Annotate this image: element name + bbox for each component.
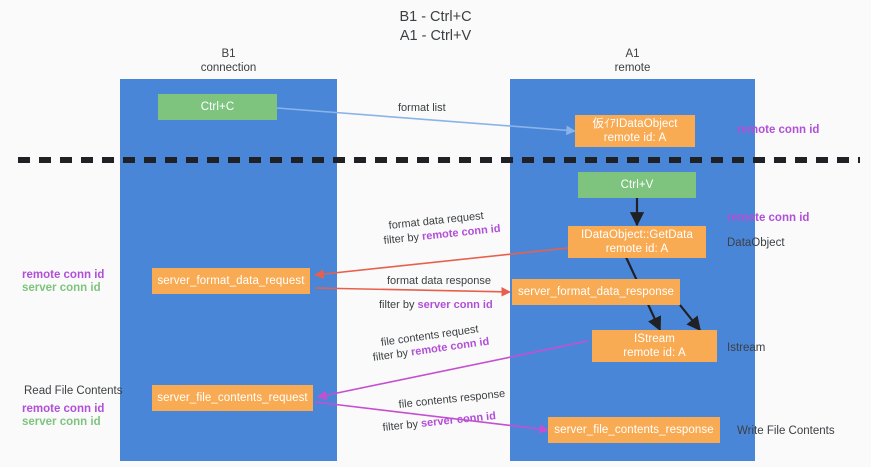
annotation-left-server-conn-id: server conn id xyxy=(22,282,101,294)
box-ctrl-v[interactable]: Ctrl+V xyxy=(578,172,696,198)
page-title: B1 - Ctrl+C A1 - Ctrl+V xyxy=(399,9,472,44)
box-server-file-contents-request[interactable]: server_file_contents_request xyxy=(152,385,313,411)
filter-key-server-conn-id: server conn id xyxy=(420,410,497,430)
box-ctrl-c[interactable]: Ctrl+C xyxy=(158,94,277,120)
column-heading-a1: A1 remote xyxy=(614,48,651,74)
column-heading-b1: B1 connection xyxy=(200,48,257,74)
filter-prefix: filter by xyxy=(379,299,418,311)
filter-prefix: filter by xyxy=(372,346,412,364)
box-server-format-data-request[interactable]: server_format_data_request xyxy=(152,268,310,294)
annotation-istream: Istream xyxy=(727,342,766,354)
annotation-dataobject: DataObject xyxy=(727,237,785,249)
annotation-left-remote-conn-id-2: remote conn id xyxy=(22,403,105,415)
annotation-left-server-conn-id-2: server conn id xyxy=(22,416,101,428)
box-idataobject-getdata[interactable]: IDataObject::GetData remote id: A xyxy=(568,226,706,258)
edge-format-data-response xyxy=(314,287,511,297)
annotation-remote-conn-id-top: remote conn id xyxy=(737,124,820,136)
annotation-read-file-contents: Read File Contents xyxy=(24,385,123,397)
edge-label-file-contents-response-filter: filter by server conn id xyxy=(382,409,497,435)
edge-label-format-data-response-filter: filter by server conn id xyxy=(379,298,493,312)
edge-label-file-contents-response: file contents response xyxy=(398,387,506,411)
filter-key-server-conn-id: server conn id xyxy=(417,299,493,311)
box-server-format-data-response[interactable]: server_format_data_response xyxy=(512,279,680,305)
edge-label-format-list: format list xyxy=(398,102,446,114)
annotation-remote-conn-id-mid: remote conn id xyxy=(727,212,810,224)
box-server-file-contents-response[interactable]: server_file_contents_response xyxy=(548,417,720,443)
filter-prefix: filter by xyxy=(382,417,422,434)
edge-label-format-data-response: format data response xyxy=(387,275,491,287)
annotation-left-remote-conn-id: remote conn id xyxy=(22,269,105,281)
box-idataobject-remote[interactable]: 仮ｲｱIDataObject remote id: A xyxy=(575,115,695,147)
filter-prefix: filter by xyxy=(383,230,423,247)
annotation-write-file-contents: Write File Contents xyxy=(737,425,835,437)
box-istream[interactable]: IStream remote id: A xyxy=(592,330,717,362)
